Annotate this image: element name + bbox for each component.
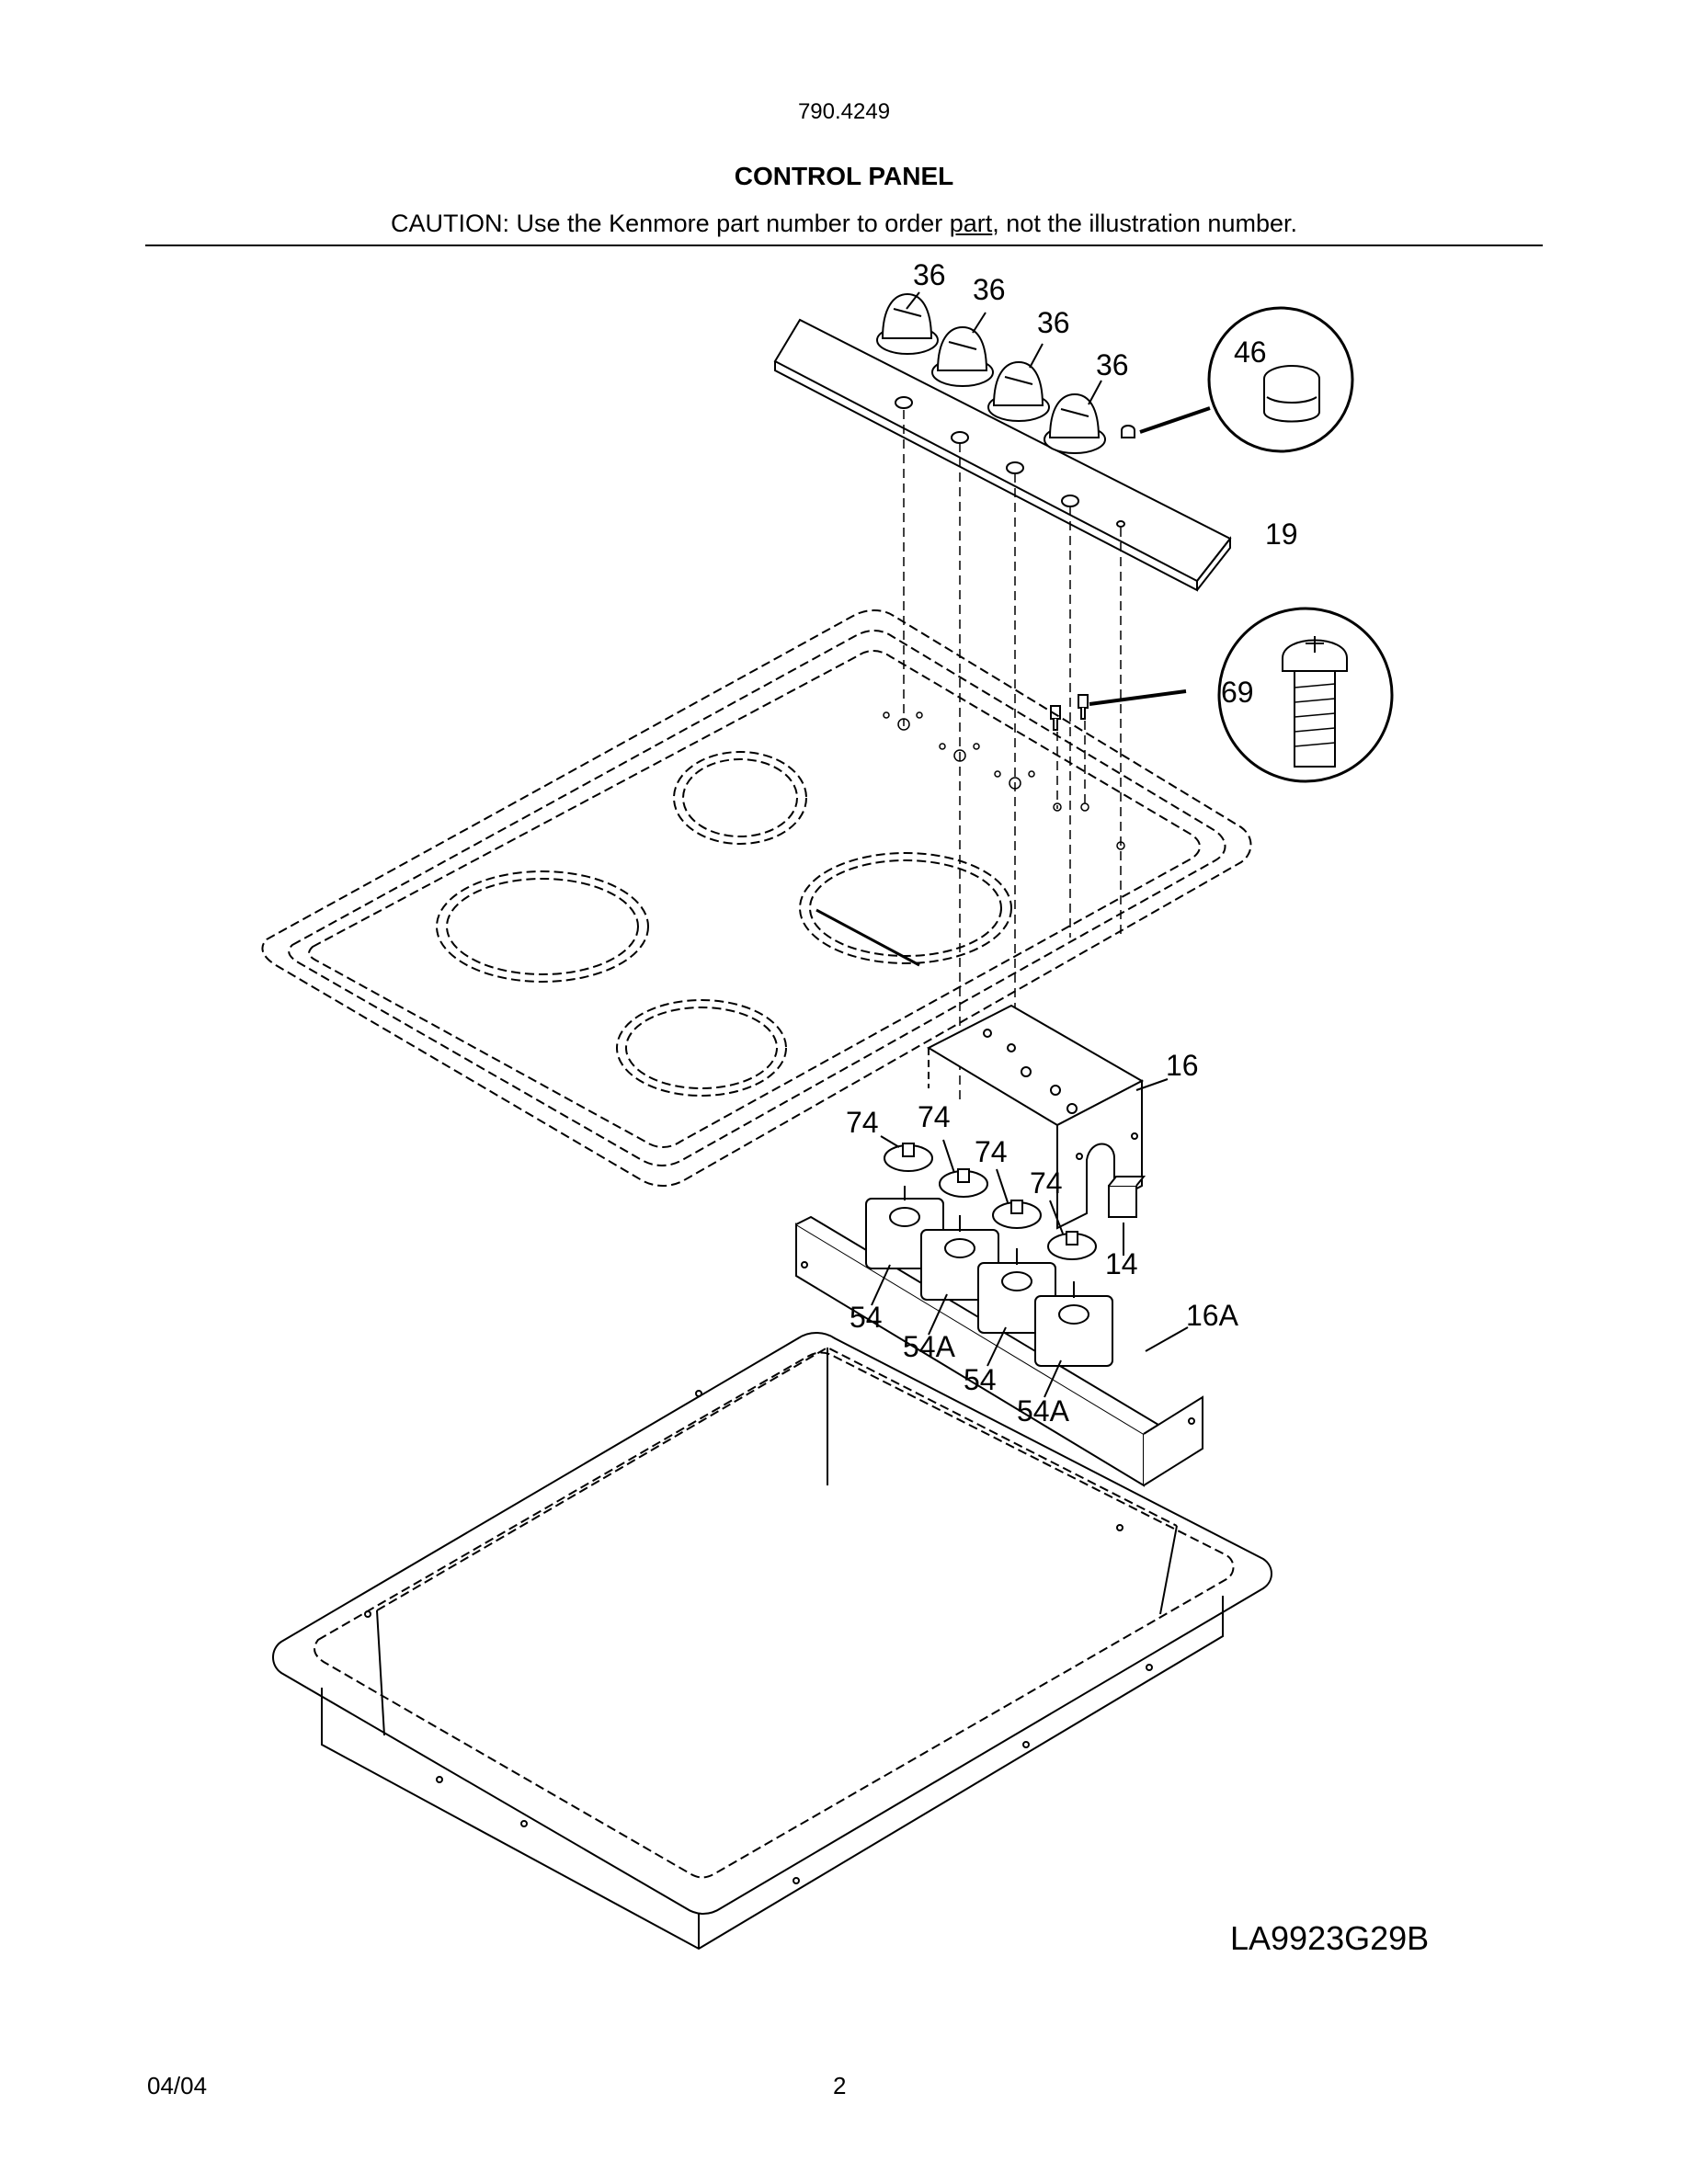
detail-indicator-light — [1139, 306, 1354, 453]
header-divider — [145, 245, 1543, 246]
caution-text-end: , not the illustration number. — [992, 210, 1297, 237]
knob-leaders — [906, 291, 1102, 405]
callout-36-b: 36 — [973, 273, 1006, 306]
detail-screw — [1089, 607, 1394, 783]
callout-36-a: 36 — [913, 258, 946, 291]
drawing-code: LA9923G29B — [1230, 1919, 1430, 1957]
page-number: 2 — [833, 2072, 847, 2099]
knob-3 — [987, 360, 1050, 422]
switch-leaders — [871, 1264, 1189, 1398]
callout-36-d: 36 — [1096, 348, 1129, 381]
caution-text-start: CAUTION: Use the Kenmore part number to … — [391, 210, 950, 237]
indicator-light-small — [1121, 425, 1135, 438]
callout-16a: 16A — [1186, 1299, 1239, 1332]
page-title: CONTROL PANEL — [734, 162, 954, 190]
bezel-leaders — [880, 1135, 1064, 1234]
callout-54a-a: 54A — [903, 1330, 956, 1363]
alignment-lines — [903, 410, 1122, 1103]
callout-54-a: 54 — [850, 1301, 883, 1334]
callout-19: 19 — [1265, 518, 1298, 551]
footer-date: 04/04 — [147, 2072, 208, 2099]
callout-54-b: 54 — [964, 1363, 997, 1396]
bezel-parts — [884, 1143, 1097, 1260]
callout-74-a: 74 — [846, 1106, 879, 1139]
callout-74-b: 74 — [918, 1100, 951, 1133]
switch-block-part — [1108, 1176, 1146, 1256]
callout-54a-b: 54A — [1017, 1394, 1070, 1428]
callout-74-d: 74 — [1030, 1166, 1063, 1200]
switch-parts — [865, 1186, 1113, 1367]
callout-labels: 36 36 36 36 46 19 69 16 74 74 74 74 14 5… — [846, 258, 1298, 1428]
caution-note: CAUTION: Use the Kenmore part number to … — [0, 210, 1688, 238]
knob-parts — [876, 292, 1135, 454]
wire-line — [815, 908, 920, 967]
cooktop-surface — [261, 609, 1252, 1187]
callout-69: 69 — [1221, 676, 1254, 709]
model-number: 790.4249 — [797, 99, 891, 124]
callout-36-c: 36 — [1037, 306, 1070, 339]
control-panel-part — [773, 318, 1232, 592]
caution-link-part: part — [949, 210, 993, 237]
knob-1 — [876, 292, 939, 355]
knob-2 — [931, 325, 994, 387]
switch-4 — [1034, 1281, 1113, 1367]
knob-4 — [1044, 392, 1106, 454]
callout-16: 16 — [1166, 1049, 1199, 1082]
screws-small — [1050, 694, 1089, 731]
cooktop-holes — [883, 711, 1125, 850]
housing-part — [272, 1332, 1272, 1951]
callout-74-c: 74 — [975, 1135, 1008, 1168]
callout-14: 14 — [1105, 1247, 1138, 1280]
callout-46: 46 — [1234, 336, 1267, 369]
